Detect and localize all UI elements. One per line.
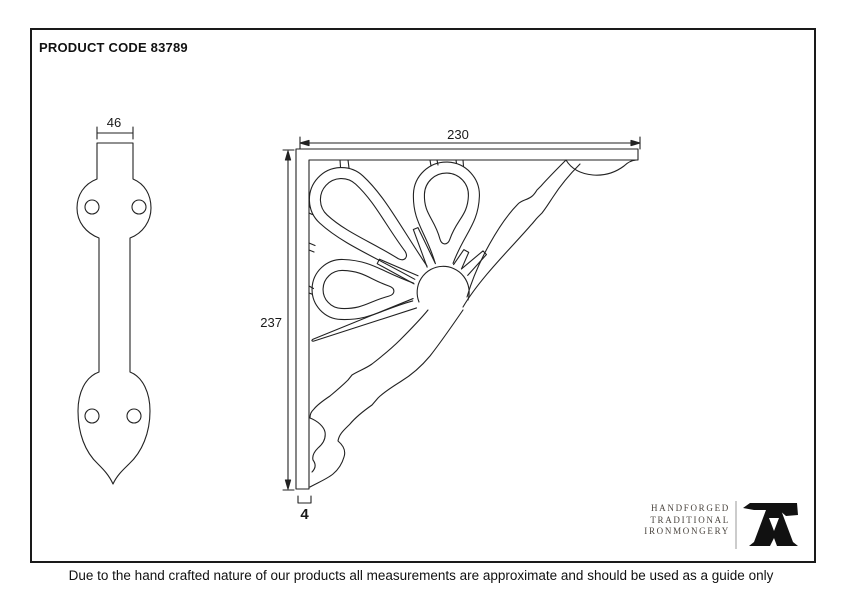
bracket-thickness-dimension-label: 4 (300, 506, 309, 523)
lower-brace-outer-edge (309, 309, 464, 488)
product-code-label: PRODUCT CODE 83789 (39, 40, 188, 55)
brand-logo-mark (735, 501, 798, 549)
screw-hole (84, 408, 100, 424)
strap-width-dimension-label: 46 (107, 115, 121, 130)
anvil-icon (743, 503, 798, 546)
bracket-height-dimension-label: 237 (260, 315, 282, 330)
logo-text-line3: IRONMONGERY (644, 526, 730, 536)
fan-spokes (311, 227, 488, 342)
drawing-border (30, 28, 816, 563)
dimension-line-230 (299, 136, 641, 150)
dimension-line-4 (297, 495, 312, 504)
bracket-side-view (282, 136, 641, 504)
brand-logo-text: HANDFORGED TRADITIONAL IRONMONGERY (644, 503, 730, 538)
top-scroll (565, 159, 638, 176)
petal-horizontal (311, 258, 414, 321)
bracket-width-dimension-label: 230 (447, 127, 469, 142)
fan-hub (416, 265, 470, 303)
dimension-line-237 (282, 149, 295, 491)
lower-brace-inner-edge (309, 309, 429, 473)
screw-hole (126, 408, 142, 424)
screw-hole (131, 199, 147, 215)
petal-vertical (412, 161, 480, 264)
logo-text-line1: HANDFORGED (650, 503, 730, 513)
bracket-bars-outline (295, 148, 639, 490)
strap-outline (76, 142, 152, 485)
strap-front-view (76, 126, 152, 485)
brace-lower-edge (462, 163, 581, 308)
brace-upper-edge (466, 159, 567, 298)
measurement-disclaimer: Due to the hand crafted nature of our pr… (68, 568, 774, 583)
screw-hole (84, 199, 100, 215)
dimension-line-46 (96, 126, 134, 140)
petal-upper-left (308, 167, 428, 280)
logo-text-line2: TRADITIONAL (650, 514, 730, 525)
connector-stubs (308, 159, 465, 295)
